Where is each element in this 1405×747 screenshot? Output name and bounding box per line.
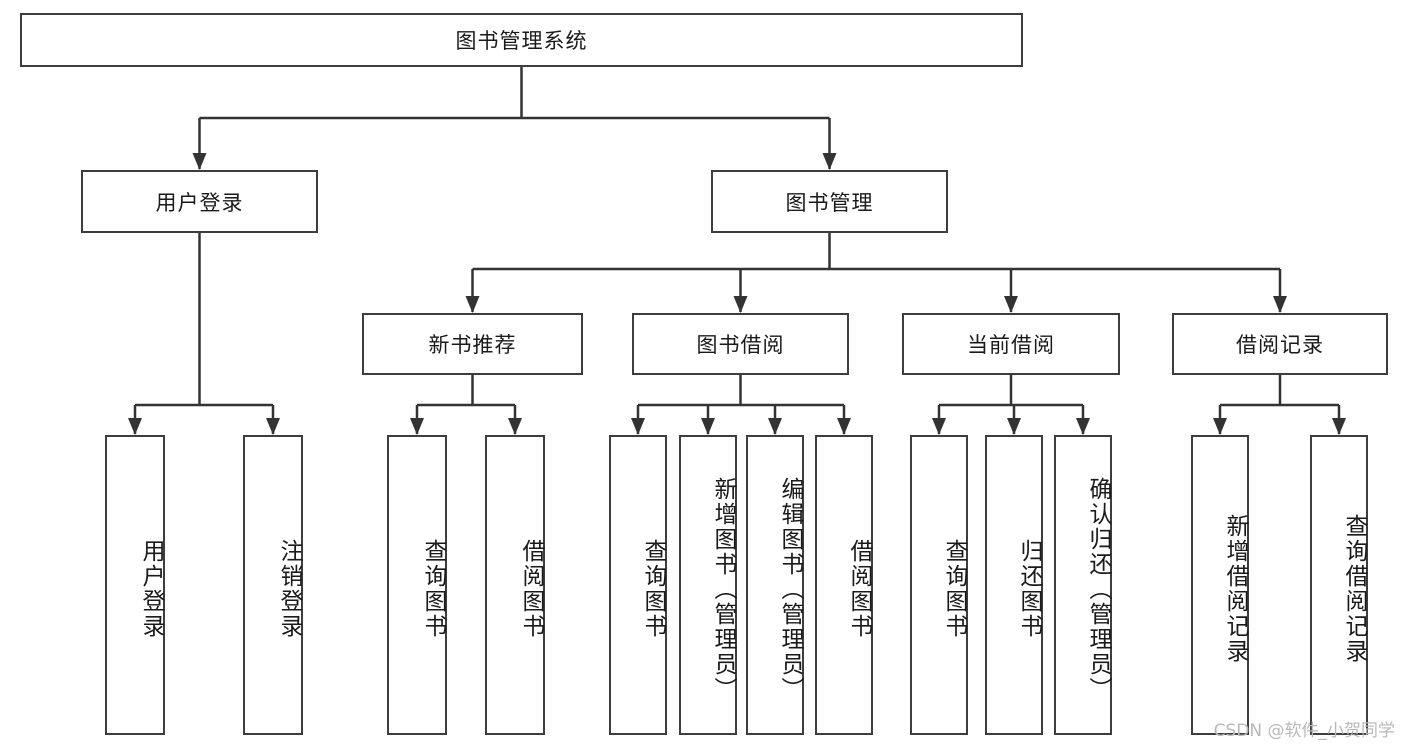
edge-arrowhead bbox=[465, 296, 480, 313]
node-label: 当前借阅 bbox=[967, 333, 1055, 357]
node-label: 查询图书 bbox=[941, 539, 967, 639]
node-leaf-return-book[interactable]: 归还图书 bbox=[985, 435, 1043, 735]
node-label: 注销登录 bbox=[276, 539, 302, 639]
edge-arrowhead bbox=[822, 153, 837, 170]
node-leaf-add-record[interactable]: 新增借阅记录 bbox=[1191, 435, 1249, 735]
edge-arrowhead bbox=[932, 418, 946, 435]
node-label: 借阅记录 bbox=[1236, 333, 1324, 357]
node-leaf-edit-book[interactable]: 编辑图书（管理员） bbox=[746, 435, 804, 735]
edge-arrowhead bbox=[768, 418, 782, 435]
edge-arrowhead bbox=[631, 418, 645, 435]
edge-arrowhead bbox=[192, 153, 207, 170]
node-l2-book-mgmt[interactable]: 图书管理 bbox=[711, 170, 948, 233]
node-label: 图书管理系统 bbox=[455, 29, 588, 53]
node-label: 查询借阅记录 bbox=[1341, 514, 1367, 664]
edge-arrowhead bbox=[1076, 418, 1090, 435]
node-label: 借阅图书 bbox=[518, 539, 544, 639]
edge-arrowhead bbox=[1007, 418, 1021, 435]
edge-arrowhead bbox=[1213, 418, 1227, 435]
node-leaf-user-login[interactable]: 用户登录 bbox=[105, 435, 165, 735]
node-label: 新书推荐 bbox=[428, 333, 517, 357]
node-root[interactable]: 图书管理系统 bbox=[20, 13, 1023, 67]
edge-arrowhead bbox=[1273, 296, 1287, 313]
node-leaf-query-book-3[interactable]: 查询图书 bbox=[910, 435, 968, 735]
node-leaf-query-record[interactable]: 查询借阅记录 bbox=[1310, 435, 1368, 735]
edge-arrowhead bbox=[410, 418, 424, 435]
node-label: 归还图书 bbox=[1016, 539, 1042, 639]
edge-arrowhead bbox=[508, 418, 522, 435]
node-label: 编辑图书（管理员） bbox=[777, 476, 803, 702]
node-label: 用户登录 bbox=[138, 539, 164, 639]
node-leaf-borrow-book-1[interactable]: 借阅图书 bbox=[485, 435, 545, 735]
node-label: 确认归还（管理员） bbox=[1085, 476, 1111, 702]
edge-arrowhead bbox=[1004, 296, 1018, 313]
node-label: 查询图书 bbox=[640, 539, 666, 639]
node-label: 借阅图书 bbox=[846, 539, 872, 639]
watermark-label: CSDN @软件_小贺同学 bbox=[1213, 721, 1395, 741]
edge-arrowhead bbox=[266, 418, 280, 435]
node-leaf-borrow-book-2[interactable]: 借阅图书 bbox=[815, 435, 873, 735]
edge-arrowhead bbox=[837, 418, 851, 435]
node-l3-current-borrow[interactable]: 当前借阅 bbox=[902, 313, 1120, 375]
node-l3-book-borrow[interactable]: 图书借阅 bbox=[632, 313, 849, 375]
node-label: 图书管理 bbox=[785, 190, 874, 215]
node-label: 图书借阅 bbox=[696, 333, 785, 357]
node-label: 查询图书 bbox=[420, 539, 446, 639]
edge-arrowhead bbox=[701, 418, 715, 435]
edge-arrowhead bbox=[1332, 418, 1346, 435]
node-label: 新增借阅记录 bbox=[1222, 514, 1248, 664]
edge-arrowhead bbox=[733, 296, 748, 313]
edge-arrowhead bbox=[128, 418, 142, 435]
node-leaf-add-book[interactable]: 新增图书（管理员） bbox=[679, 435, 737, 735]
node-leaf-query-book-2[interactable]: 查询图书 bbox=[609, 435, 667, 735]
node-l3-new-book-rec[interactable]: 新书推荐 bbox=[362, 313, 583, 375]
node-label: 用户登录 bbox=[155, 190, 244, 215]
node-leaf-logout[interactable]: 注销登录 bbox=[243, 435, 303, 735]
node-l3-borrow-record[interactable]: 借阅记录 bbox=[1172, 313, 1388, 375]
node-label: 新增图书（管理员） bbox=[710, 476, 736, 702]
node-leaf-confirm-return[interactable]: 确认归还（管理员） bbox=[1054, 435, 1112, 735]
node-l2-user-login[interactable]: 用户登录 bbox=[81, 170, 318, 233]
node-leaf-query-book-1[interactable]: 查询图书 bbox=[387, 435, 447, 735]
